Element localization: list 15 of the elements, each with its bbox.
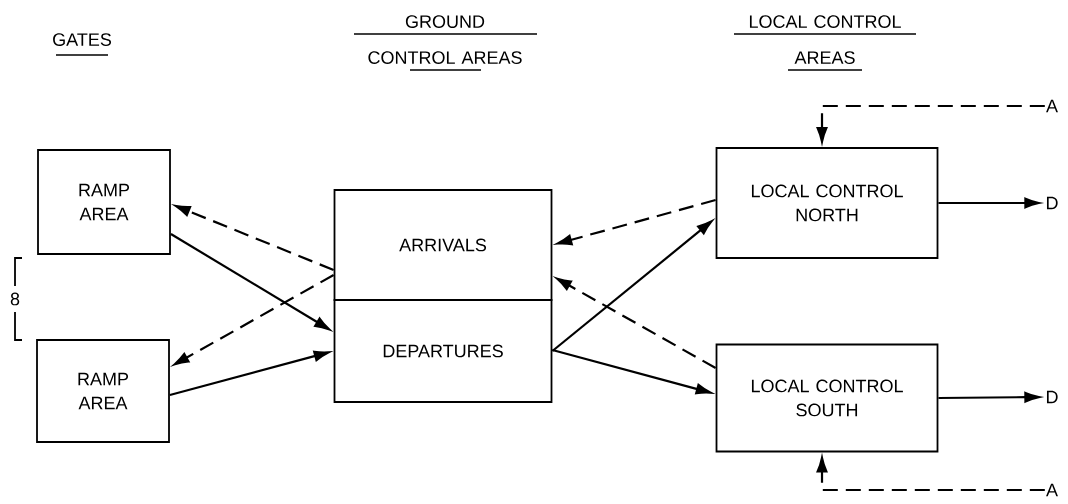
process-box: DEPARTURES	[333, 299, 553, 403]
column-heading: LOCAL CONTROL AREAS	[733, 15, 917, 71]
process-box: LOCAL CONTROL SOUTH	[715, 343, 939, 453]
process-box: RAMP AREA	[37, 149, 171, 255]
endpoint-label: D	[1047, 196, 1058, 210]
endpoint-label: A	[1046, 99, 1058, 113]
process-box: LOCAL CONTROL NORTH	[715, 147, 939, 259]
process-box: RAMP AREA	[36, 339, 170, 443]
arrow	[816, 456, 1045, 492]
column-heading: GROUND CONTROL AREAS	[353, 15, 538, 71]
column-heading: GATES	[53, 33, 112, 56]
endpoint-label: D	[1047, 390, 1058, 404]
callout-number: 8	[8, 286, 22, 312]
process-box: ARRIVALS	[333, 189, 553, 301]
endpoint-label: A	[1046, 483, 1058, 497]
